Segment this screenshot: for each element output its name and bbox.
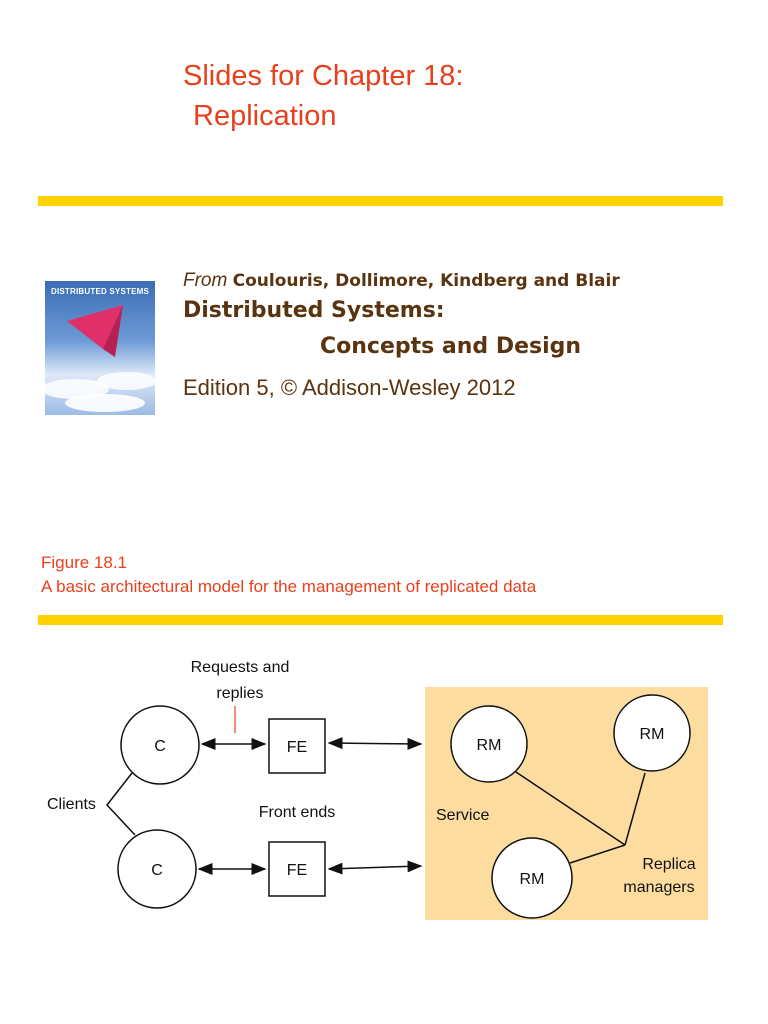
front-end-box-2-label: FE <box>287 862 307 879</box>
front-end-box-1-label: FE <box>287 739 307 756</box>
book-authors-line: From Coulouris, Dollimore, Kindberg and … <box>183 270 620 292</box>
client-node-2-label: C <box>151 862 163 879</box>
client-node-1-label: C <box>154 738 166 755</box>
slide-title-line1: Slides for Chapter 18: <box>183 60 464 92</box>
front-end-box-2 <box>268 841 326 897</box>
slide-title-line2: Replication <box>193 100 337 132</box>
rm-link-1 <box>512 769 626 846</box>
rm-link-3 <box>569 844 626 864</box>
fe-service-arrow-1 <box>327 737 423 750</box>
book-title: Distributed Systems: <box>183 298 445 323</box>
front-end-box-1 <box>268 718 326 774</box>
slide-title: Slides for Chapter 18: Replication <box>183 56 463 136</box>
requests-label-line1: Requests and <box>191 659 290 676</box>
front-ends-label: Front ends <box>259 804 335 821</box>
clients-label: Clients <box>47 796 96 813</box>
book-cover-image: DISTRIBUTED SYSTEMS <box>45 281 155 415</box>
fe-service-arrow-2 <box>327 860 423 875</box>
figure-caption: A basic architectural model for the mana… <box>41 577 537 596</box>
replica-managers-label-line2: managers <box>623 879 694 896</box>
replica-manager-3-label: RM <box>520 871 545 888</box>
requests-label-line2: replies <box>216 685 263 702</box>
replica-manager-1 <box>450 705 528 783</box>
service-label: Service <box>436 807 489 824</box>
from-word: From <box>183 270 228 291</box>
figure-number: Figure 18.1 <box>41 553 127 572</box>
replication-diagram: Requests and replies C C Clients FE FE F… <box>47 659 708 920</box>
client-node-1 <box>120 705 200 785</box>
replica-manager-3 <box>491 837 573 919</box>
figure-divider <box>38 615 723 625</box>
book-cover-title: DISTRIBUTED SYSTEMS <box>51 287 150 296</box>
top-divider <box>38 196 723 206</box>
clients-bracket <box>106 772 136 836</box>
book-authors: Coulouris, Dollimore, Kindberg and Blair <box>232 271 620 291</box>
book-subtitle: Concepts and Design <box>320 334 582 359</box>
replica-manager-2 <box>613 694 691 772</box>
book-cover-kite <box>45 305 155 412</box>
replica-managers-label-line1: Replica <box>642 856 695 873</box>
rm-link-2 <box>624 772 646 846</box>
replica-manager-1-label: RM <box>477 737 502 754</box>
book-edition: Edition 5, © Addison-Wesley 2012 <box>183 375 516 400</box>
replica-manager-2-label: RM <box>640 726 665 743</box>
client-node-2 <box>117 829 197 909</box>
